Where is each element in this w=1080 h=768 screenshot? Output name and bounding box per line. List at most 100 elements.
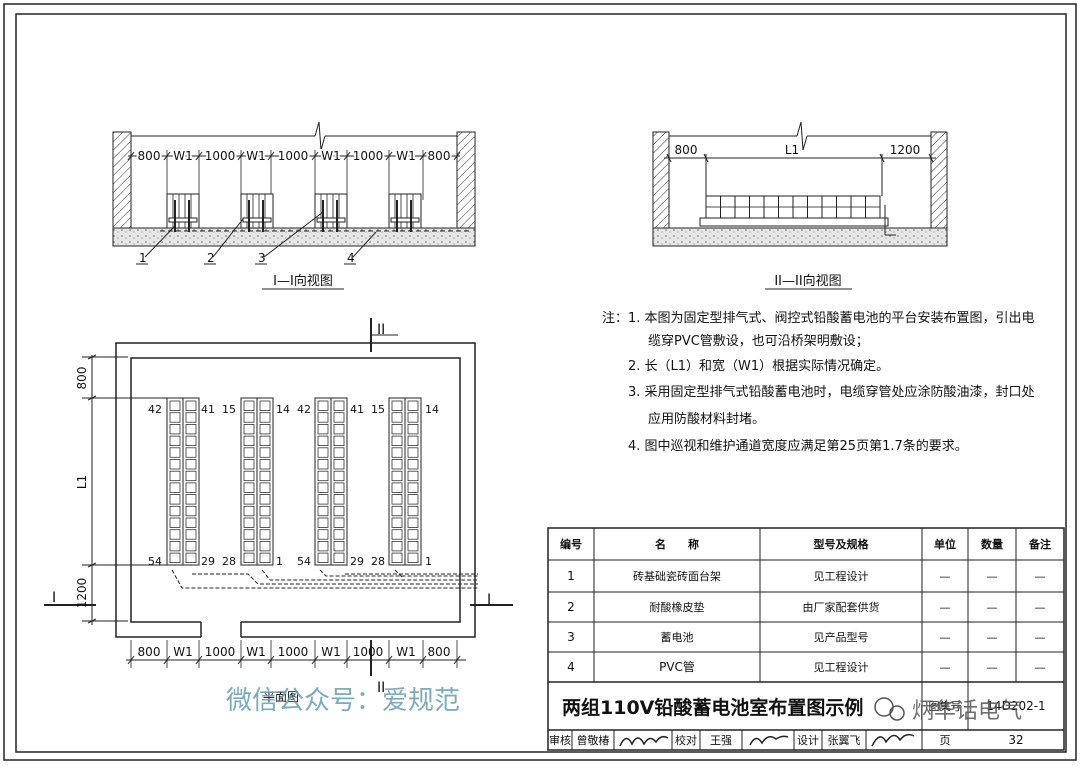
plan-rack-1-cell-5-1 [185,459,197,470]
plan-dim-3: W1 [246,645,266,659]
rack-label-top-2: 41 [201,403,215,416]
plan-rack-4-cell-7-1 [407,482,419,493]
plan-dim-1: W1 [173,645,193,659]
row1-no: 1 [567,569,575,583]
row1-unit: — [940,570,951,583]
watermark-right-text: 炳华话电气 [912,699,1022,724]
row4-qty: — [987,661,998,674]
s1-dim-0: 800 [138,149,161,163]
plan-rack-1-cell-2-0 [169,423,181,435]
plan-rack-1-cell-2-1 [185,423,197,435]
label-review: 审核 [549,733,571,747]
plan-rack-4-cell-8-1 [407,494,419,505]
row2-name: 耐酸橡皮垫 [650,600,705,614]
callout-4: 4 [347,251,355,265]
plan-dim-0: 800 [138,645,161,659]
plan-rack-3-cell-0-0 [317,400,329,411]
plan-rack-2-cell-12-1 [259,541,271,552]
plan-rack-3-cell-7-0 [317,482,329,493]
name-reviewer: 曾敬椿 [577,733,610,747]
plan-rack-3-cell-10-1 [333,517,345,528]
row3-spec: 见产品型号 [814,630,869,644]
plan-title: 平面图 [263,690,299,704]
plan-rack-2-cell-1-0 [243,412,255,423]
section-mark-bottom: II [377,680,385,696]
callout-1: 1 [139,251,147,265]
plan-dim-left-l1: L1 [75,475,89,489]
th-no: 编号 [560,537,582,551]
plan-rack-4-cell-2-1 [407,423,419,435]
plan-rack-4-cell-4-0 [391,447,403,458]
plan-rack-4-cell-1-1 [407,412,419,423]
rack-label-bottom-5: 54 [297,555,311,568]
section-ii-ii-view: 800 L1 1200 II—II向视图 [652,121,948,290]
s2-right-wall [930,131,948,233]
row2-qty: — [987,601,998,614]
plan-rack-2-cell-2-1 [259,423,271,435]
left-wall [112,131,132,233]
plan-rack-2-cell-7-0 [243,482,255,493]
checker-signature [749,735,789,746]
drawing-title: 两组110V铅酸蓄电池室布置图示例 [562,696,863,719]
plan-rack-4-cell-9-1 [407,505,419,517]
plan-rack-3-cell-9-1 [333,505,345,517]
plan-rack-1-cell-3-0 [169,435,181,447]
section-mark-left: I [52,590,56,606]
outer-border [3,3,1077,761]
plan-rack-1-cell-0-0 [169,400,181,411]
plan-rack-2-cell-6-0 [243,470,255,482]
plan-rack-4-cell-7-0 [391,482,403,493]
plan-rack-1-cell-11-1 [185,529,197,540]
row4-spec: 见工程设计 [814,661,869,674]
plan-rack-4-cell-0-0 [391,400,403,411]
note-line-3: 2. 长（L1）和宽（W1）根据实际情况确定。 [628,358,889,374]
plan-rack-2-cell-11-1 [259,529,271,540]
plan-rack-2-cell-9-1 [259,505,271,517]
plan-rack-3-cell-2-1 [333,423,345,435]
plan-rack-2-cell-13-0 [243,552,255,563]
plan-inner-wall [130,357,461,623]
plan-rack-1-cell-1-0 [169,412,181,423]
plan-rack-3-cell-8-0 [317,494,329,505]
plan-rack-4-cell-9-0 [391,505,403,517]
s1-rack-3 [314,193,348,229]
rack-label-bottom-8: 1 [425,555,432,568]
s1-rack-2 [240,193,274,229]
inner-border [15,13,1067,753]
plan-rack-2-cell-4-0 [243,447,255,458]
plan-rack-3-cell-11-0 [317,529,329,540]
watermark-left: 微信公众号：爱规范 [226,686,460,716]
note-line-2: 缆穿PVC管敷设，也可沿桥架明敷设； [648,333,869,349]
floor-slab [112,227,476,247]
plan-dim-left-1200: 1200 [75,578,89,609]
s1-rack-1 [166,193,200,229]
plan-rack-2-cell-5-1 [259,459,271,470]
plan-rack-4-cell-2-0 [391,423,403,435]
plan-rack-3-cell-4-1 [333,447,345,458]
plan-rack-3-cell-12-1 [333,541,345,552]
row3-no: 3 [567,630,575,644]
s1-rack-4 [388,193,422,229]
plan-rack-3-cell-12-0 [317,541,329,552]
row4-remark: — [1035,661,1046,674]
plan-rack-3-cell-1-0 [317,412,329,423]
th-name: 名 称 [655,537,699,551]
s2-left-wall [652,131,670,233]
plan-rack-1-cell-7-1 [185,482,197,493]
s1-rack-2-base [242,217,272,223]
s2-battery-row [705,195,881,219]
s1-dim-6: 1000 [353,149,384,163]
plan-rack-1-cell-3-1 [185,435,197,447]
plan-rack-1-cell-8-1 [185,494,197,505]
plan-rack-2-cell-8-0 [243,494,255,505]
section-i-title: I—I向视图 [273,273,333,289]
note-line-1: 注：1. 本图为固定型排气式、阀控式铅酸蓄电池的平台安装布置图，引出电 [602,310,1035,326]
s1-battery-racks [166,193,422,232]
s2-dim-mid: L1 [785,143,799,157]
name-designer: 张翼飞 [828,734,861,747]
plan-rack-3-cell-3-1 [333,435,345,447]
section-mark-top: II [377,322,385,338]
s1-dim-2: 1000 [205,149,236,163]
plan-rack-4-cell-10-0 [391,517,403,528]
